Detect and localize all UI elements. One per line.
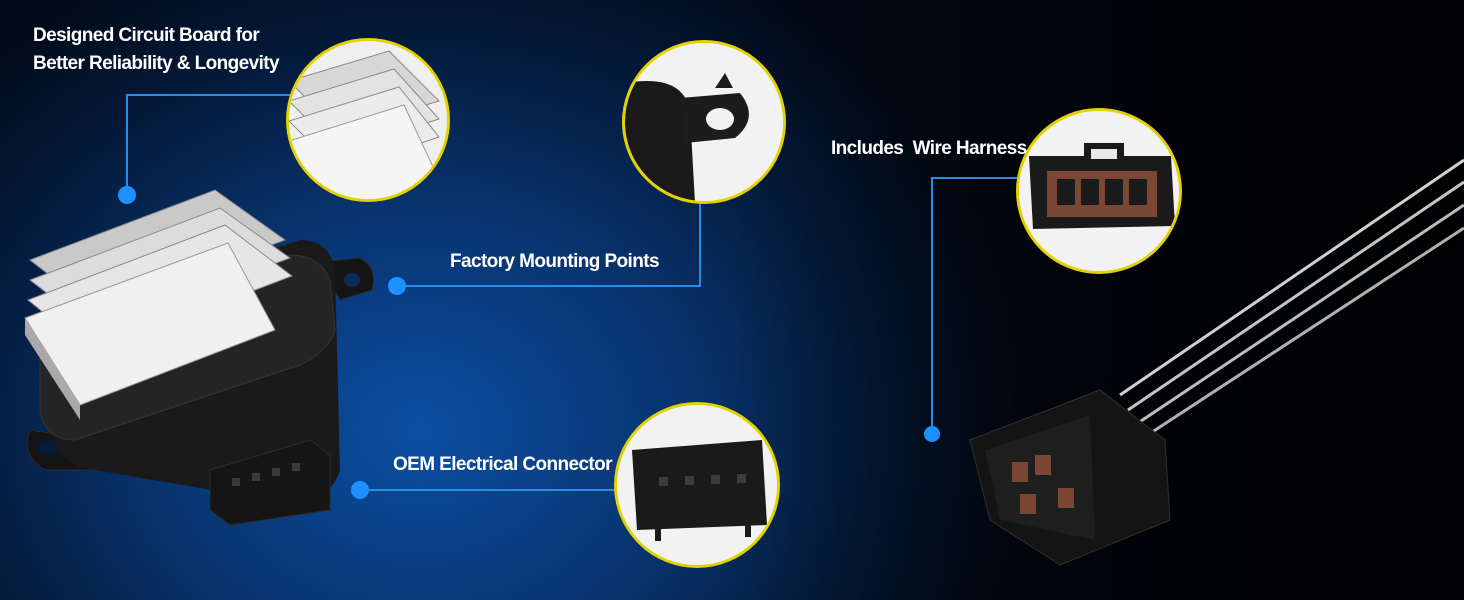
mounting-clip-zoom xyxy=(622,40,786,204)
wire-harness-image xyxy=(969,158,1464,566)
wire-harness-label: Includes Wire Harness xyxy=(831,138,1027,159)
electrical-connector-label: OEM Electrical Connector xyxy=(393,454,613,475)
heat-sink-zoom xyxy=(286,38,450,202)
mounting-points-label: Factory Mounting Points xyxy=(450,251,660,272)
harness-plug-zoom xyxy=(1016,108,1182,274)
blower-resistor-image xyxy=(24,189,374,526)
connector-zoom xyxy=(614,402,780,568)
circuit-board-label-line1: Designed Circuit Board for xyxy=(33,25,260,46)
circuit-board-label-line2: Better Reliability & Longevity xyxy=(33,53,280,74)
circuit-board-label: Designed Circuit Board for Better Reliab… xyxy=(33,22,280,78)
